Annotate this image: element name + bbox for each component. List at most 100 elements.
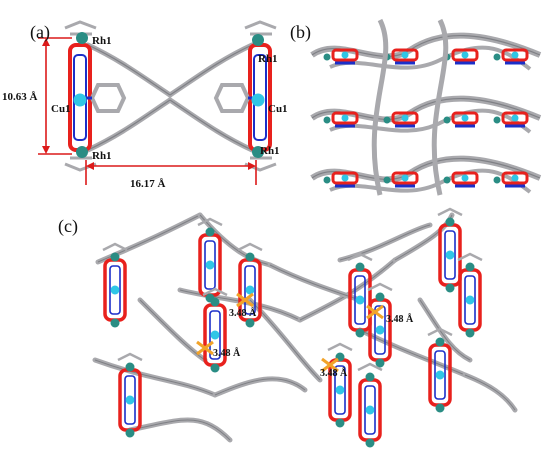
cp-cap <box>367 282 393 292</box>
rh-atom <box>355 328 365 338</box>
rh-atom <box>76 146 88 158</box>
rh-atom <box>375 358 385 368</box>
cu-atom <box>511 114 519 122</box>
nitrogen-ribbon <box>464 275 476 325</box>
cu-atom <box>355 295 365 305</box>
cu-atom <box>210 330 220 340</box>
cu-atom <box>401 114 409 122</box>
rh-atom <box>125 362 135 372</box>
cu-atom <box>375 325 385 335</box>
cu-atom <box>511 51 519 59</box>
rh-atom <box>493 53 501 61</box>
cp-cap <box>197 217 223 227</box>
strand <box>431 18 449 196</box>
cu-atom <box>251 93 265 107</box>
linker <box>197 212 273 268</box>
atom-label-cu-right: Cu1 <box>268 103 288 115</box>
rh-atom <box>205 227 215 237</box>
oxygen-ribbon <box>451 171 479 185</box>
linker-outline <box>214 378 306 396</box>
contact-distance-label: 3.48 Å <box>229 307 257 319</box>
rh-atom <box>245 252 255 262</box>
cu-atom <box>435 370 445 380</box>
contact-bond <box>321 357 339 373</box>
rh-atom <box>245 318 255 328</box>
rh-atom <box>323 176 331 184</box>
cu-atom <box>461 114 469 122</box>
nitrogen-ribbon <box>444 230 456 280</box>
oxygen-ribbon <box>391 171 419 185</box>
rh-atom <box>435 403 445 413</box>
contact-bond <box>196 340 214 356</box>
nitrogen-ribbon <box>244 265 256 315</box>
contact-distance-label: 3.48 Å <box>320 367 348 379</box>
linker <box>267 262 363 303</box>
rh-atom <box>252 34 264 46</box>
rh-atom <box>443 116 451 124</box>
panel-c-network <box>92 207 518 448</box>
atom-label-rh-bottom-left: Rh1 <box>92 150 112 162</box>
contact-bond <box>366 304 384 320</box>
cp-cap <box>437 207 463 217</box>
linker <box>297 257 398 323</box>
rh-atom <box>323 53 331 61</box>
cu-atom <box>401 51 409 59</box>
panel-label-c: (c) <box>58 216 78 237</box>
dimension-lines <box>38 37 257 185</box>
rh-atom <box>365 372 375 382</box>
cu-atom <box>73 93 87 107</box>
rh-atom <box>110 318 120 328</box>
nitrogen-ribbon <box>434 350 446 400</box>
cu-atom <box>341 114 349 122</box>
cu-atom <box>365 405 375 415</box>
contact-distance-label: 3.48 Å <box>213 347 241 359</box>
rh-atom <box>125 428 135 438</box>
panel-a-cp-caps <box>64 20 277 172</box>
cu-atom <box>401 174 409 182</box>
linker <box>212 376 308 398</box>
oxygen-ribbon <box>331 111 359 125</box>
rh-atom <box>210 363 220 373</box>
panel-a-molecule <box>64 20 277 172</box>
oxygen-ribbon <box>331 171 359 185</box>
linker-outline <box>129 419 231 441</box>
atom-label-rh-top-left: Rh1 <box>92 35 112 47</box>
cu-atom <box>335 385 345 395</box>
rh-atom <box>493 176 501 184</box>
atom-label-rh-top-right: Rh1 <box>258 53 278 65</box>
linker-outline <box>419 299 471 361</box>
cu-atom <box>465 295 475 305</box>
linker <box>462 372 518 413</box>
oxygen-ribbon <box>501 171 529 185</box>
cp-cap <box>357 362 383 372</box>
nitrogen-ribbon <box>354 275 366 325</box>
contact-distance-label: 3.48 Å <box>386 313 414 325</box>
panel-a-linker <box>85 42 255 153</box>
rh-atom <box>335 418 345 428</box>
cp-cap <box>102 242 128 252</box>
nitrogen-ribbon <box>334 365 346 415</box>
cu-atom <box>341 51 349 59</box>
rh-atom <box>443 176 451 184</box>
cp-cap <box>327 342 353 352</box>
oxygen-ribbon <box>501 48 529 62</box>
oxygen-ribbon <box>501 111 529 125</box>
cu-atom <box>125 395 135 405</box>
rh-atom <box>493 116 501 124</box>
linker-outline <box>359 329 466 376</box>
atom-label-cu-left: Cu1 <box>51 103 71 115</box>
nitrogen-ribbon <box>374 305 386 355</box>
rh-atom <box>323 116 331 124</box>
nitrogen-ribbon <box>364 385 376 435</box>
atom-label-rh-bottom-right: Rh1 <box>260 145 280 157</box>
rh-atom <box>365 438 375 448</box>
rh-atom <box>465 328 475 338</box>
rh-atom <box>210 297 220 307</box>
cu-atom <box>110 285 120 295</box>
cp-cap <box>427 327 453 337</box>
width-measurement: 16.17 Å <box>130 178 166 190</box>
cu-atom <box>445 250 455 260</box>
cp-cap <box>237 242 263 252</box>
rh-atom <box>383 116 391 124</box>
